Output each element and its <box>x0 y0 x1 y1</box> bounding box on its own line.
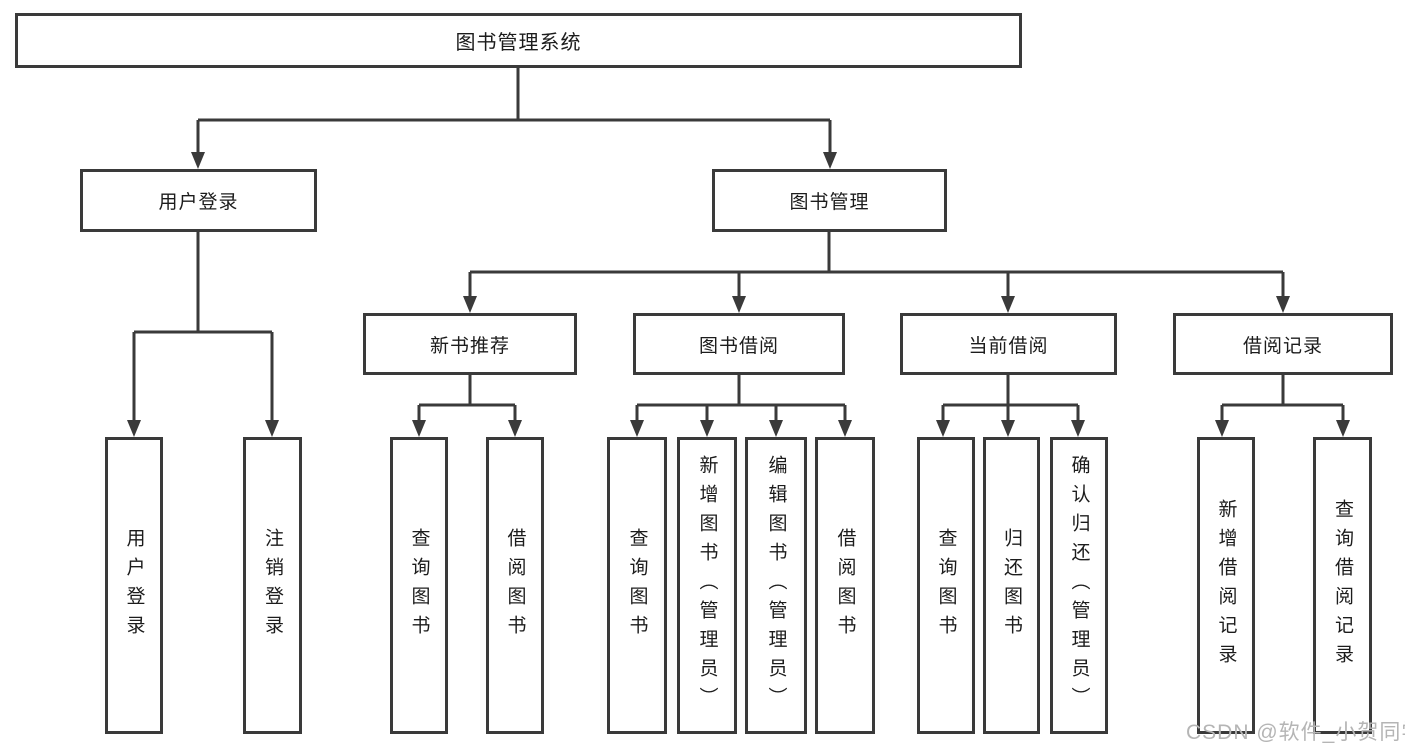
leaf-label: 借阅图书 <box>504 527 526 644</box>
leaf-label: 查询图书 <box>408 527 430 644</box>
node-label: 图书管理 <box>789 192 870 213</box>
node-book-management: 图书管理 <box>712 169 947 232</box>
leaf-confirm-return-admin: 确认归还（管理员） <box>1050 437 1108 734</box>
leaf-borrow-books-recommendation: 借阅图书 <box>486 437 544 734</box>
leaf-label: 新增图书（管理员） <box>696 455 718 716</box>
leaf-label: 借阅图书 <box>834 527 856 644</box>
leaf-query-books-borrowing: 查询图书 <box>607 437 667 734</box>
leaf-logout: 注销登录 <box>243 437 302 734</box>
node-library-management-system: 图书管理系统 <box>15 13 1022 68</box>
leaf-borrow-books-borrowing: 借阅图书 <box>815 437 875 734</box>
node-label: 图书借阅 <box>698 335 779 357</box>
node-current-borrowing: 当前借阅 <box>900 313 1117 375</box>
node-new-book-recommendation: 新书推荐 <box>363 313 577 375</box>
node-book-borrowing: 图书借阅 <box>633 313 845 375</box>
leaf-label: 编辑图书（管理员） <box>765 455 787 716</box>
node-label: 图书管理系统 <box>455 32 582 54</box>
leaf-label: 确认归还（管理员） <box>1068 455 1090 716</box>
leaf-label: 查询图书 <box>935 527 957 644</box>
node-label: 用户登录 <box>158 192 239 213</box>
node-label: 借阅记录 <box>1242 335 1323 357</box>
leaf-label: 查询图书 <box>626 527 648 644</box>
leaf-label: 归还图书 <box>1001 527 1022 644</box>
leaf-label: 注销登录 <box>262 527 283 644</box>
leaf-user-login: 用户登录 <box>105 437 163 734</box>
leaf-label: 新增借阅记录 <box>1215 498 1237 673</box>
leaf-query-borrow-record: 查询借阅记录 <box>1313 437 1372 734</box>
node-label: 新书推荐 <box>429 335 510 357</box>
node-user-login: 用户登录 <box>80 169 317 232</box>
node-label: 当前借阅 <box>968 335 1049 357</box>
csdn-watermark: CSDN @软件_小贺同学 <box>1186 721 1405 744</box>
leaf-query-books-recommendation: 查询图书 <box>390 437 448 734</box>
leaf-return-books: 归还图书 <box>983 437 1040 734</box>
leaf-add-borrow-record: 新增借阅记录 <box>1197 437 1255 734</box>
leaf-add-book-admin: 新增图书（管理员） <box>677 437 737 734</box>
leaf-query-books-current: 查询图书 <box>917 437 975 734</box>
leaf-label: 用户登录 <box>123 527 145 644</box>
leaf-edit-book-admin: 编辑图书（管理员） <box>745 437 807 734</box>
leaf-label: 查询借阅记录 <box>1332 498 1353 673</box>
node-borrowing-records: 借阅记录 <box>1173 313 1393 375</box>
